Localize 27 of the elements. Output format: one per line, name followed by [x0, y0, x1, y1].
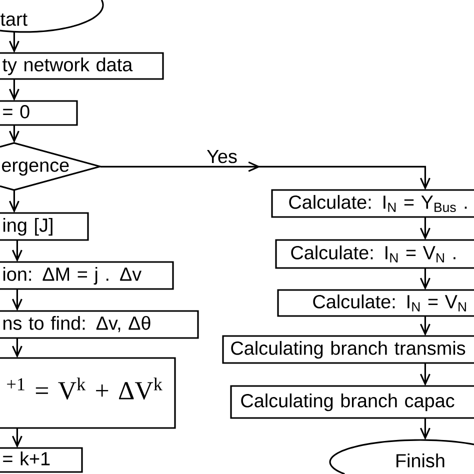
arrow	[420, 418, 430, 440]
arrow	[12, 338, 22, 358]
arrow	[420, 316, 430, 336]
arrow	[420, 363, 430, 386]
process-box: ing [J]	[0, 212, 89, 241]
arrow	[420, 268, 430, 290]
process-box: = 0	[0, 100, 78, 126]
arrow	[100, 161, 430, 190]
process-box: ty network data	[0, 52, 164, 80]
process-box: ns to find: Δv, Δθ	[0, 310, 199, 339]
process-box: Calculate: I$_{N}$ = V$_{N}$ .	[275, 239, 474, 269]
arrow	[420, 217, 430, 240]
arrow	[12, 240, 22, 262]
arrow	[8, 125, 20, 143]
arrow	[12, 289, 22, 311]
edge-label: Yes	[206, 148, 238, 164]
process-box: Calculate: I$_{N}$ = Y$_{Bus}$ .	[271, 189, 474, 218]
arrow	[12, 428, 22, 448]
arrow	[8, 32, 20, 53]
process-box: = k+1	[0, 447, 83, 473]
arrow	[8, 190, 20, 213]
process-box: Calculating branch capac	[230, 385, 474, 419]
process-box: Calculate: I$_{N}$ = V$_{N}$	[277, 289, 474, 317]
formula-box: $^{+1}$ = V$^{k}$ + ΔV$^{k}$	[0, 357, 176, 429]
process-box: ion: ΔM = j . Δv	[0, 261, 174, 290]
arrow	[8, 79, 20, 101]
process-box: Calculating branch transmis	[222, 335, 474, 364]
